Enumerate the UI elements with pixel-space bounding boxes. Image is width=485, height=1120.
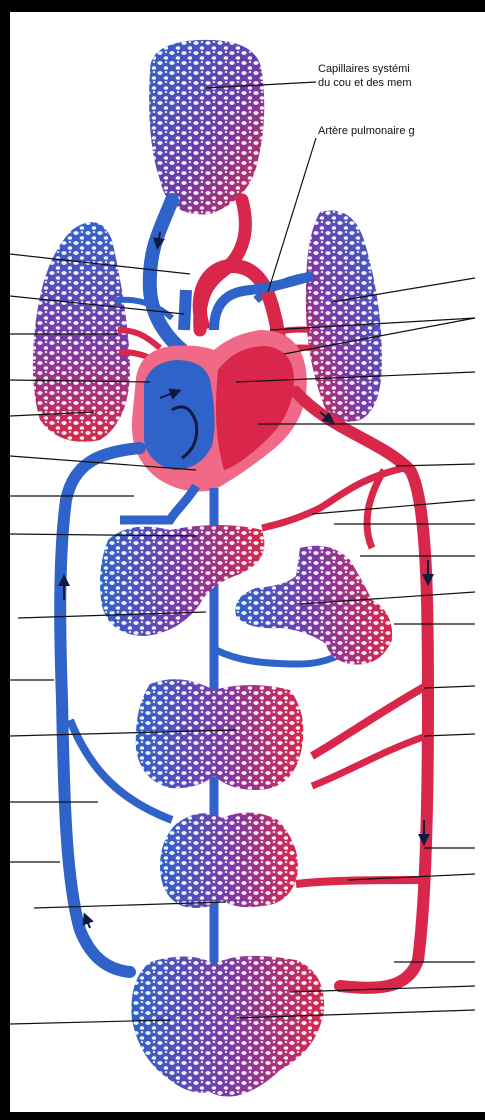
left-lung xyxy=(33,222,130,442)
caption-line-2: du cou et des mem xyxy=(318,77,412,89)
caption-line-1: Capillaires systémi xyxy=(318,63,410,75)
caption-systemic-capillaries: Capillaires systémi du cou et des mem xyxy=(318,62,412,90)
intestine-capillary-bed xyxy=(136,679,304,790)
right-lung xyxy=(306,211,382,422)
stomach-capillary-bed xyxy=(235,546,392,665)
head-capillary-bed xyxy=(149,40,264,214)
caption-pulmonary-artery: Artère pulmonaire g xyxy=(318,124,415,138)
legs-capillary-bed xyxy=(131,956,324,1097)
leader-line-r6 xyxy=(312,500,475,514)
kidney-capillary-bed xyxy=(160,812,298,908)
